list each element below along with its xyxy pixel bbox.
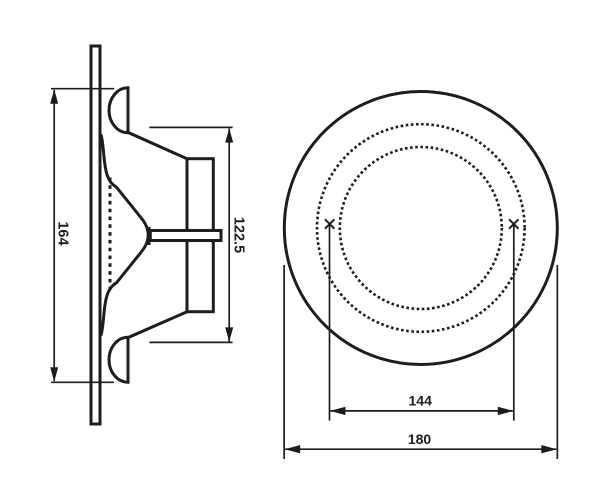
svg-text:144: 144 [409,392,433,408]
svg-text:122.5: 122.5 [230,217,246,253]
svg-text:164: 164 [55,221,71,245]
svg-text:180: 180 [408,431,432,447]
